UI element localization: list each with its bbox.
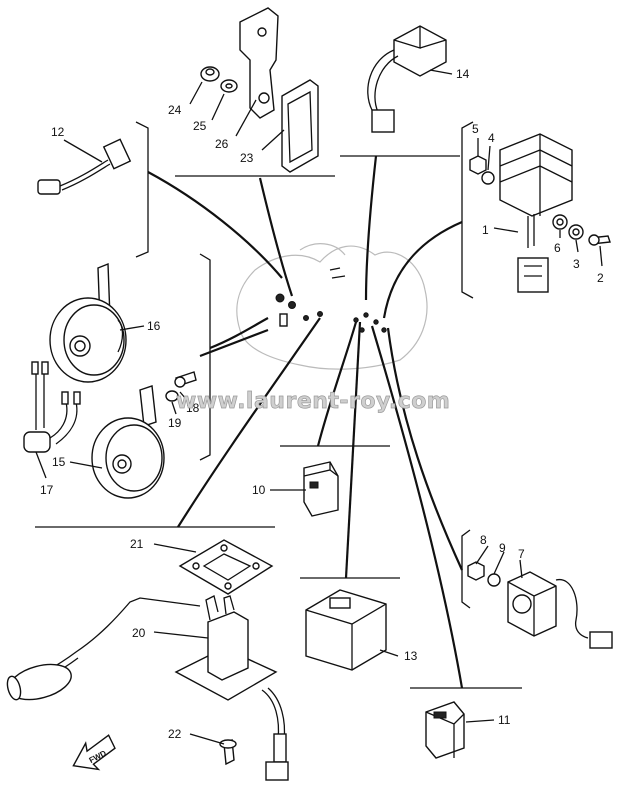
callout-9: 9 [499,541,506,555]
part-23-reflector [281,79,319,173]
callout-16: 16 [147,319,161,333]
part-20-fuel-sender [6,595,289,781]
part-2-bolt [588,234,611,246]
callout-8: 8 [480,533,487,547]
part-21-gasket [178,539,274,595]
part-8-nut [467,561,485,581]
part-13-module [305,589,387,671]
part-12-sensor [37,138,132,195]
callout-26: 26 [215,137,229,151]
callout-2: 2 [597,271,604,285]
part-16-horn [49,262,127,383]
part-25-washer [220,79,238,93]
part-3-collar [568,224,584,240]
callout-10: 10 [252,483,266,497]
callout-13: 13 [404,649,418,663]
callout-11: 11 [498,713,511,727]
group-brackets [35,121,522,689]
callout-4: 4 [488,131,495,145]
callout-5: 5 [472,122,479,136]
part-26-bracket [239,7,279,119]
leader-lines [147,155,464,689]
callout-23: 23 [240,151,254,165]
part-6-grommet [552,214,568,230]
callout-3: 3 [573,257,580,271]
part-5-nut [469,155,487,175]
callout-6: 6 [554,241,561,255]
callout-7: 7 [518,547,525,561]
callout-leaders [35,69,603,745]
callout-14: 14 [456,67,470,81]
part-14-connector [367,25,447,133]
callout-19: 19 [168,416,182,430]
part-11-relay [425,701,465,759]
callout-17: 17 [40,483,54,497]
callout-numbers: 12 24 25 26 23 14 5 4 1 6 3 2 16 18 19 1… [40,67,604,741]
frame-mount-points [275,267,387,333]
callout-18: 18 [186,401,200,415]
part-18-bolt [174,371,197,388]
callout-15: 15 [52,455,66,469]
forward-arrow: FWD [72,734,116,771]
callout-22: 22 [168,727,182,741]
part-1-regulator [499,133,573,293]
part-24-nut [200,66,220,82]
frame-ghost [236,243,428,370]
watermark: www.laurent-roy.com [176,389,450,414]
part-4-washer [481,171,495,185]
callout-1: 1 [482,223,489,237]
part-7-relay [507,571,613,649]
callout-21: 21 [130,537,144,551]
callout-20: 20 [132,626,146,640]
part-19-washer [165,390,179,402]
part-15-horn [91,385,165,499]
part-9-washer [487,573,501,587]
callout-24: 24 [168,103,182,117]
part-10-relay [303,461,339,517]
part-17-harness [23,361,81,453]
part-22-screw [219,738,237,766]
callout-12: 12 [51,125,65,139]
callout-25: 25 [193,119,207,133]
